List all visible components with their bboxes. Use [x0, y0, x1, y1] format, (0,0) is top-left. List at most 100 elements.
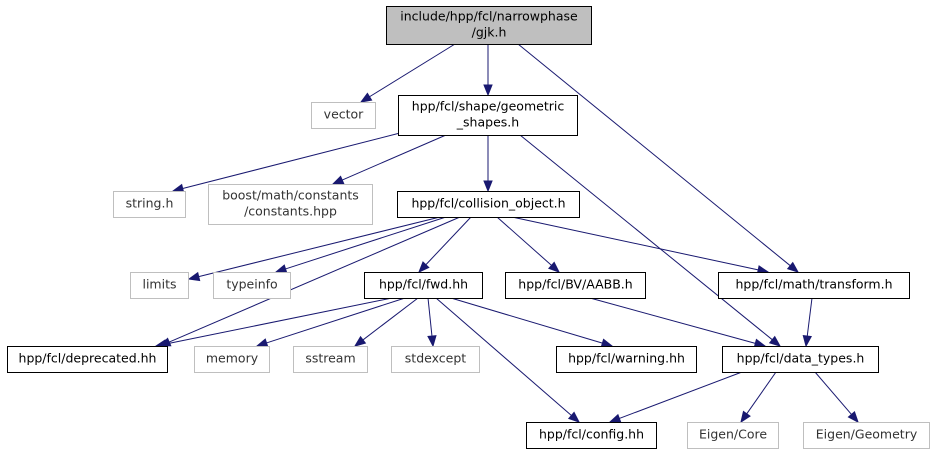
edge-line: [266, 297, 406, 344]
edge-fwd-to-stdexcept: [427, 297, 437, 348]
edge-geometric_shapes-to-collision_object: [483, 135, 493, 193]
node-label: hpp/fcl/deprecated.hh: [19, 351, 157, 366]
node-fwd[interactable]: hpp/fcl/fwd.hh: [364, 272, 483, 299]
edge-gjk-to-vector: [359, 43, 456, 103]
node-label: hpp/fcl/shape/geometric: [412, 99, 565, 114]
arrowhead: [255, 338, 269, 348]
edge-data_types-to-config: [608, 371, 743, 423]
edge-line: [511, 216, 759, 271]
node-label: vector: [324, 107, 365, 122]
node-transform[interactable]: hpp/fcl/math/transform.h: [718, 272, 910, 299]
edge-geometric_shapes-to-data_types: [519, 134, 782, 347]
node-sstream: sstream: [293, 346, 368, 373]
edge-geometric_shapes-to-boost_constants: [331, 134, 447, 185]
edge-gjk-to-transform: [517, 43, 800, 273]
edge-line: [369, 43, 456, 98]
arrowhead: [768, 335, 782, 347]
edge-line: [341, 134, 447, 181]
node-label: limits: [142, 277, 176, 292]
node-box: [803, 422, 930, 449]
node-data-types[interactable]: hpp/fcl/data_types.h: [722, 346, 879, 373]
edge-line: [425, 216, 472, 266]
edge-aabb-to-data_types: [589, 297, 767, 348]
edge-line: [517, 43, 791, 267]
node-box: [113, 191, 186, 218]
edge-collision_object-to-fwd: [418, 216, 472, 273]
node-memory: memory: [194, 346, 270, 373]
edge-line: [589, 297, 756, 344]
node-box: [556, 346, 697, 373]
edge-fwd-to-sstream: [353, 297, 419, 347]
node-label: boost/math/constants: [222, 188, 359, 203]
arrowhead: [359, 92, 373, 103]
node-label: hpp/fcl/warning.hh: [568, 351, 685, 366]
node-aabb[interactable]: hpp/fcl/BV/AABB.h: [505, 272, 646, 299]
arrowhead: [740, 410, 751, 424]
node-box: [364, 272, 483, 299]
arrowhead: [427, 335, 437, 348]
edge-collision_object-to-limits: [187, 216, 441, 282]
node-label: hpp/fcl/math/transform.h: [735, 277, 892, 292]
node-box: [194, 346, 270, 373]
node-collision-object[interactable]: hpp/fcl/collision_object.h: [397, 191, 580, 218]
arrowhead: [600, 338, 614, 348]
arrowhead: [608, 413, 622, 423]
node-config[interactable]: hpp/fcl/config.hh: [526, 422, 657, 449]
node-label: string.h: [126, 196, 174, 211]
node-box: [130, 272, 189, 299]
arrowhead: [274, 264, 288, 274]
arrowhead: [847, 410, 859, 424]
node-label: typeinfo: [226, 277, 277, 292]
arrowhead: [483, 180, 493, 193]
edge-collision_object-to-transform: [511, 216, 770, 275]
arrowhead: [187, 271, 201, 282]
node-warning[interactable]: hpp/fcl/warning.hh: [556, 346, 697, 373]
node-boost-constants: boost/math/constants/constants.hpp: [208, 184, 373, 225]
node-box: [526, 422, 657, 449]
node-geometric-shapes[interactable]: hpp/fcl/shape/geometric_shapes.h: [398, 95, 578, 136]
node-box: [208, 184, 373, 225]
node-label: include/hpp/fcl/narrowphase: [400, 9, 578, 24]
arrowhead: [567, 411, 581, 423]
edge-fwd-to-warning: [450, 297, 614, 348]
node-box: [397, 191, 580, 218]
arrowhead: [331, 175, 345, 185]
edge-line: [619, 371, 743, 419]
edge-line: [285, 216, 447, 270]
arrowhead: [353, 335, 367, 347]
node-label: hpp/fcl/config.hh: [539, 427, 644, 442]
node-box: [391, 346, 480, 373]
nodes-layer: include/hpp/fcl/narrowphase/gjk.h vector h…: [7, 6, 930, 449]
edge-line: [168, 216, 461, 343]
arrowhead: [786, 261, 800, 273]
edge-transform-to-data_types: [802, 297, 813, 348]
edge-line: [806, 297, 813, 337]
node-typeinfo: typeinfo: [213, 272, 291, 299]
node-eigen-geometry: Eigen/Geometry: [803, 422, 930, 449]
node-stdexcept: stdexcept: [391, 346, 480, 373]
node-label: hpp/fcl/fwd.hh: [379, 277, 468, 292]
node-box: [7, 346, 168, 373]
node-label: _shapes.h: [456, 115, 519, 130]
arrowhead: [418, 261, 430, 273]
node-label: Eigen/Geometry: [816, 427, 918, 442]
node-box: [311, 102, 376, 129]
edge-fwd-to-config: [435, 297, 581, 423]
edge-data_types-to-eigen_geometry: [814, 371, 859, 424]
arrowhead: [483, 84, 493, 97]
node-deprecated[interactable]: hpp/fcl/deprecated.hh: [7, 346, 168, 373]
edge-gjk-to-geometric_shapes: [483, 44, 493, 97]
node-label: memory: [206, 351, 259, 366]
edge-collision_object-to-aabb: [496, 216, 561, 273]
node-box: [386, 6, 592, 45]
edge-line: [519, 134, 773, 341]
edge-line: [496, 216, 552, 266]
node-box: [722, 346, 879, 373]
node-box: [293, 346, 368, 373]
node-label: hpp/fcl/data_types.h: [737, 351, 865, 366]
node-box: [718, 272, 910, 299]
arrowhead: [802, 334, 813, 348]
node-label: /gjk.h: [472, 25, 507, 40]
node-label: Eigen/Core: [699, 427, 767, 442]
